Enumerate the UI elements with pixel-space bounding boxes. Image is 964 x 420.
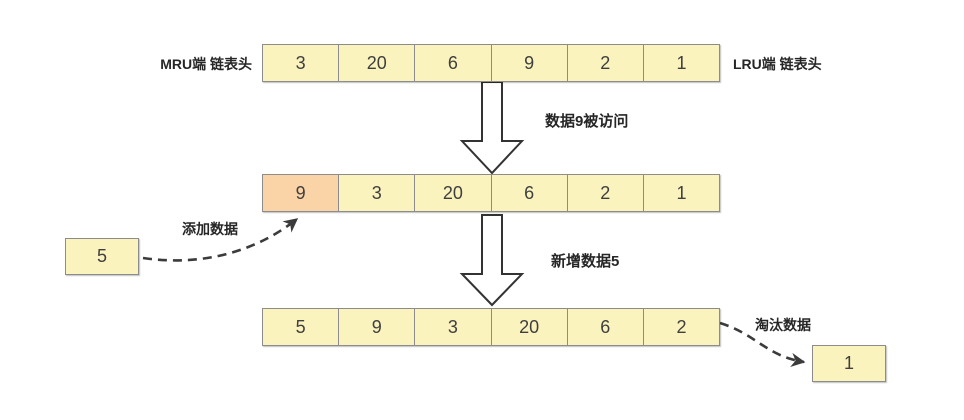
linked-list-state2: 9 3 20 6 2 1 (262, 174, 720, 212)
list-cell: 20 (415, 175, 492, 211)
down-block-arrow-step1-icon (459, 81, 525, 175)
list-cell: 9 (491, 45, 568, 81)
list-cell: 6 (415, 45, 492, 81)
list-cell: 1 (643, 45, 720, 81)
step2-label: 新增数据5 (551, 253, 620, 270)
list-cell: 6 (491, 175, 568, 211)
linked-list-state1: 3 20 6 9 2 1 (262, 44, 720, 82)
down-block-arrow-step2-icon (459, 214, 525, 307)
list-cell: 2 (567, 175, 644, 211)
evicted-node-box: 1 (812, 345, 886, 382)
step1-label: 数据9被访问 (545, 113, 629, 130)
linked-list-state3: 5 9 3 20 6 2 (262, 308, 720, 346)
list-cell: 6 (567, 309, 644, 345)
mru-end-label: MRU端 链表头 (160, 56, 252, 72)
list-cell: 3 (339, 175, 416, 211)
list-cell: 2 (643, 309, 720, 345)
list-cell: 5 (263, 309, 340, 345)
added-node-box: 5 (65, 238, 139, 275)
list-cell: 20 (339, 45, 416, 81)
list-cell: 9 (339, 309, 416, 345)
evict-data-label: 淘汰数据 (755, 317, 811, 333)
list-cell: 3 (415, 309, 492, 345)
list-cell-highlighted: 9 (263, 175, 340, 211)
list-cell: 1 (643, 175, 720, 211)
list-cell: 3 (263, 45, 340, 81)
add-data-label: 添加数据 (182, 221, 238, 237)
list-cell: 2 (567, 45, 644, 81)
lru-end-label: LRU端 链表头 (733, 56, 822, 72)
list-cell: 20 (491, 309, 568, 345)
